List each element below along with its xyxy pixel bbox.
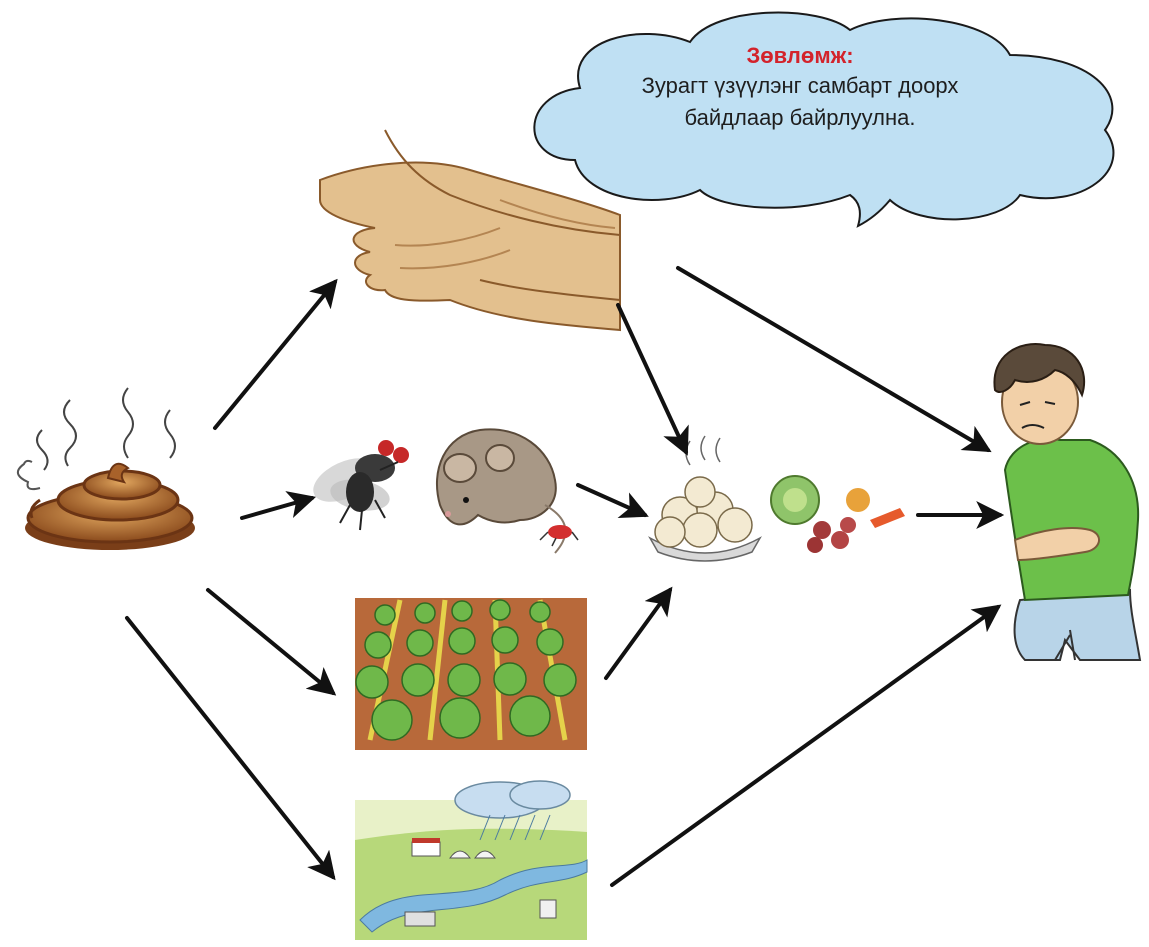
- arrow-hands-to-food: [616, 303, 689, 456]
- tip-cloud: [533, 11, 1115, 228]
- fly-icon: [313, 440, 409, 531]
- tip-text-box: Зөвлөмж: Зурагт үзүүлэнг самбарт доорх б…: [600, 42, 1000, 134]
- cabbage-field-icon: [355, 598, 587, 750]
- beetle-icon: [539, 525, 579, 547]
- dumplings-icon: [648, 435, 762, 562]
- arrow-feces-to-fly: [240, 491, 317, 520]
- arrow-hands-to-person: [676, 266, 992, 453]
- vegetables-icon: [770, 475, 905, 553]
- feces-icon: [17, 387, 195, 550]
- mouse-icon: [435, 428, 567, 554]
- arrow-field-to-food: [604, 586, 673, 680]
- arrows: [125, 266, 1005, 887]
- arrow-feces-to-water: [125, 616, 336, 881]
- tip-body: Зурагт үзүүлэнг самбарт доорх байдлаар б…: [641, 73, 959, 130]
- tip-title: Зөвлөмж:: [746, 43, 854, 68]
- arrow-mouse-to-food: [576, 483, 649, 519]
- water-landscape-icon: [355, 780, 588, 940]
- arrow-feces-to-field: [206, 588, 337, 696]
- dirty-hands-icon: [319, 129, 621, 332]
- arrow-water-to-person: [610, 604, 1002, 887]
- sick-boy-icon: [993, 343, 1142, 661]
- arrow-feces-to-hands: [213, 278, 338, 430]
